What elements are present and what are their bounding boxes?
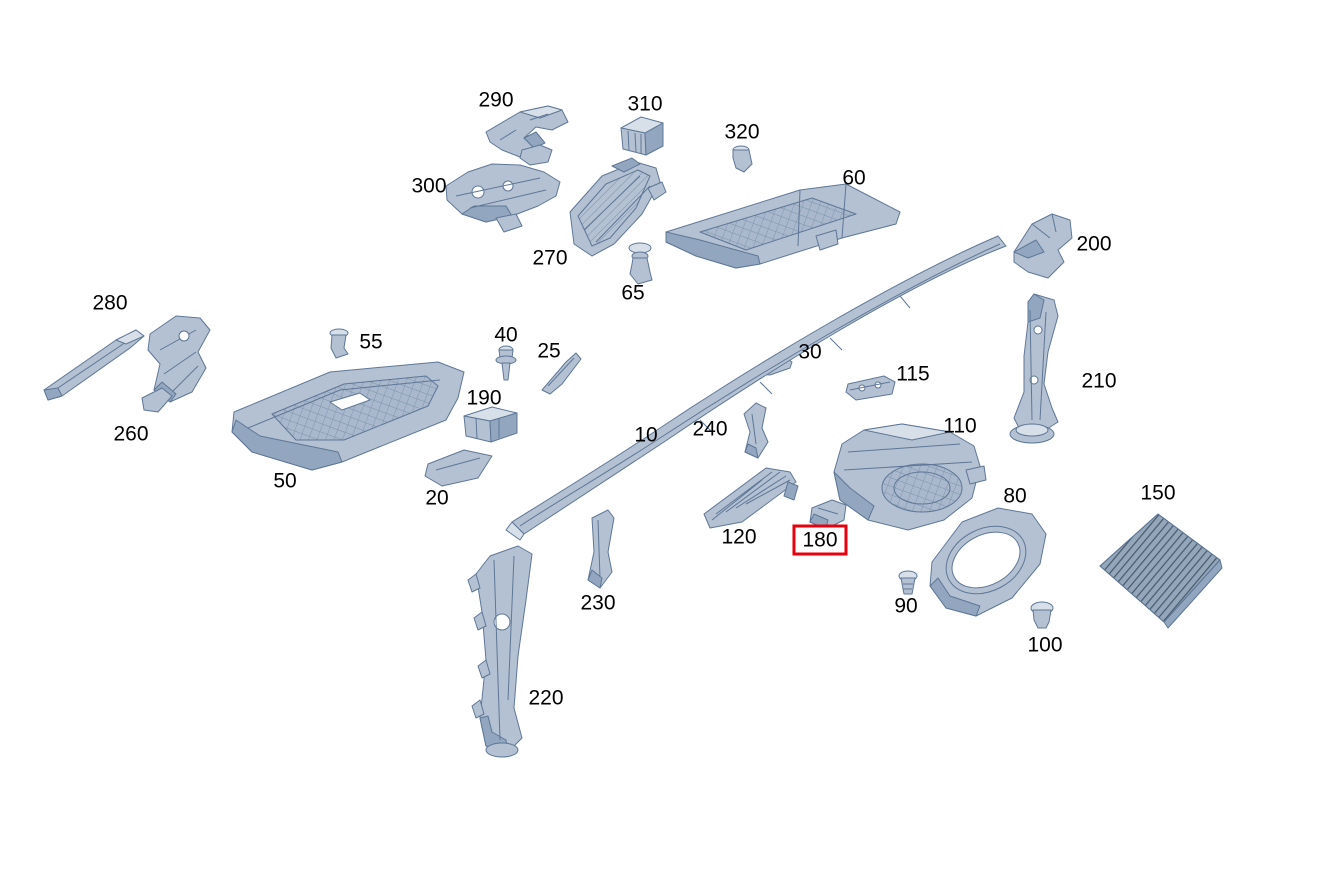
part-label-290[interactable]: 290 xyxy=(478,88,514,112)
part-label-20[interactable]: 20 xyxy=(425,486,449,510)
part-50-drawing xyxy=(231,361,465,471)
part-270-drawing xyxy=(569,157,667,257)
part-80-drawing xyxy=(929,507,1047,617)
part-label-300[interactable]: 300 xyxy=(411,174,447,198)
part-label-150[interactable]: 150 xyxy=(1140,481,1176,505)
part-210-drawing xyxy=(1009,293,1059,444)
part-10-drawing xyxy=(505,235,1007,541)
part-label-240[interactable]: 240 xyxy=(692,417,728,441)
part-120-drawing xyxy=(703,467,799,529)
part-90-drawing xyxy=(898,570,918,595)
part-230-drawing xyxy=(587,509,615,589)
part-label-200[interactable]: 200 xyxy=(1076,232,1112,256)
part-label-60[interactable]: 60 xyxy=(842,166,866,190)
part-label-280[interactable]: 280 xyxy=(92,291,128,315)
part-label-10[interactable]: 10 xyxy=(634,423,658,447)
part-label-115[interactable]: 115 xyxy=(896,362,930,386)
part-label-65[interactable]: 65 xyxy=(621,281,645,305)
part-label-30[interactable]: 30 xyxy=(798,340,822,364)
part-label-120[interactable]: 120 xyxy=(721,525,757,549)
part-label-320[interactable]: 320 xyxy=(724,120,760,144)
part-150-drawing xyxy=(1099,513,1223,629)
part-115-drawing xyxy=(845,375,896,401)
part-20-drawing xyxy=(424,449,493,487)
part-290-drawing xyxy=(485,105,569,166)
part-260-drawing xyxy=(141,315,211,413)
part-240-drawing xyxy=(743,402,769,459)
part-label-260[interactable]: 260 xyxy=(113,422,149,446)
part-label-210[interactable]: 210 xyxy=(1081,369,1117,393)
part-60-drawing xyxy=(665,183,901,269)
part-55-drawing xyxy=(329,328,349,359)
part-310-drawing xyxy=(620,116,664,156)
part-280-drawing xyxy=(43,329,145,401)
part-label-25[interactable]: 25 xyxy=(537,339,561,363)
part-320-drawing xyxy=(732,145,753,173)
part-label-220[interactable]: 220 xyxy=(528,686,564,710)
part-label-230[interactable]: 230 xyxy=(580,591,616,615)
part-100-drawing xyxy=(1030,601,1054,629)
part-label-100[interactable]: 100 xyxy=(1027,633,1063,657)
part-label-180-highlighted[interactable]: 180 xyxy=(792,524,848,556)
part-200-drawing xyxy=(1013,213,1073,279)
part-label-50[interactable]: 50 xyxy=(273,469,297,493)
part-label-55[interactable]: 55 xyxy=(359,330,383,354)
part-300-drawing xyxy=(445,163,561,233)
part-220-drawing xyxy=(467,545,533,758)
part-label-80[interactable]: 80 xyxy=(1003,484,1027,508)
part-40-drawing xyxy=(495,345,517,381)
part-190-drawing xyxy=(463,406,518,443)
part-65-drawing xyxy=(628,242,653,285)
part-label-90[interactable]: 90 xyxy=(894,594,918,618)
part-label-110[interactable]: 110 xyxy=(943,414,977,438)
part-label-40[interactable]: 40 xyxy=(494,323,518,347)
part-label-190[interactable]: 190 xyxy=(466,386,502,410)
part-label-310[interactable]: 310 xyxy=(627,92,663,116)
part-110-drawing xyxy=(833,423,987,531)
part-label-270[interactable]: 270 xyxy=(532,246,568,270)
part-25-drawing xyxy=(541,352,582,395)
